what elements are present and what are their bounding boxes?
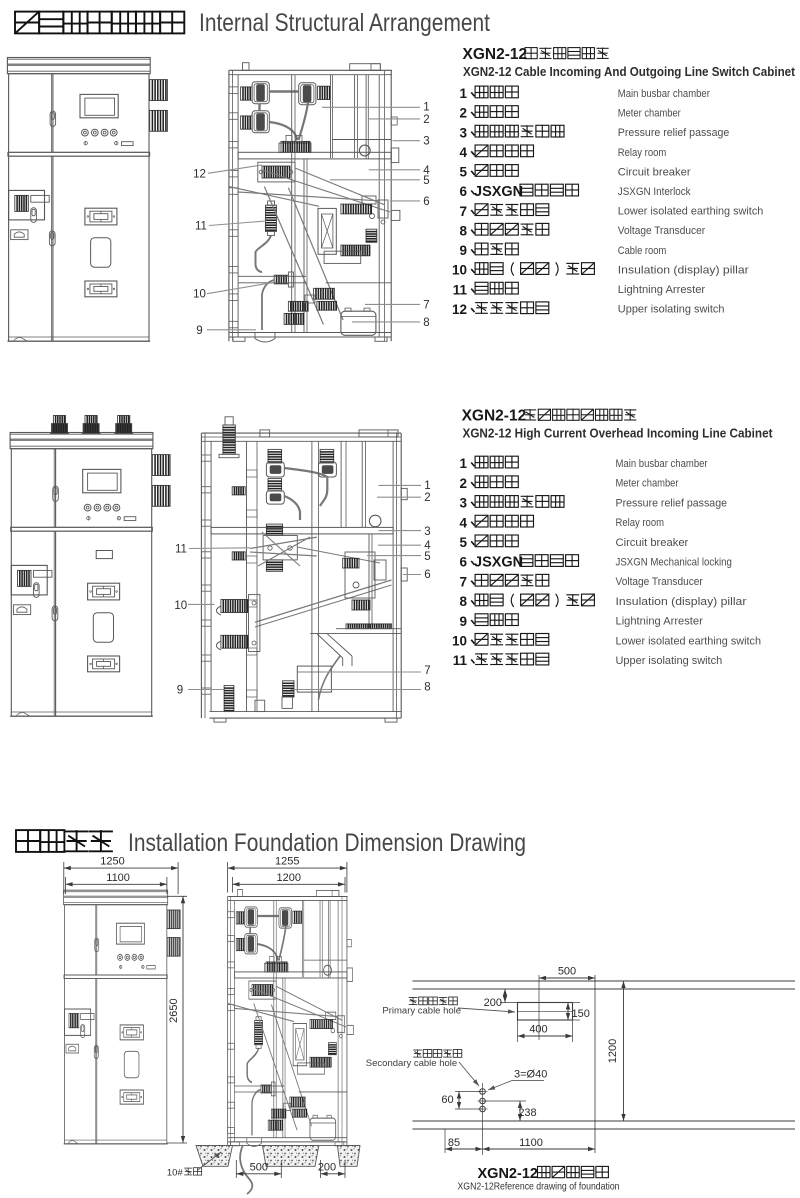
- svg-text:200: 200: [318, 1161, 336, 1173]
- svg-text:1200: 1200: [277, 872, 301, 884]
- svg-text:3=Ø40: 3=Ø40: [514, 1069, 547, 1081]
- svg-text:1: 1: [424, 480, 430, 492]
- svg-text:4: 4: [459, 515, 467, 530]
- svg-text:8: 8: [459, 223, 467, 238]
- svg-text:1200: 1200: [607, 1039, 619, 1063]
- svg-text:XGN2-12: XGN2-12: [462, 408, 527, 425]
- svg-text:Secondary cable hole: Secondary cable hole: [366, 1058, 457, 1069]
- svg-text:Circuit breaker: Circuit breaker: [616, 537, 689, 549]
- svg-text:Lightning Arrester: Lightning Arrester: [616, 616, 704, 628]
- svg-text:Meter chamber: Meter chamber: [616, 478, 679, 490]
- svg-text:60: 60: [441, 1094, 453, 1106]
- svg-text:6: 6: [423, 196, 429, 208]
- svg-text:7: 7: [424, 665, 430, 677]
- svg-text:400: 400: [529, 1024, 547, 1036]
- svg-text:5: 5: [424, 551, 430, 563]
- svg-text:6: 6: [459, 555, 467, 570]
- svg-text:4: 4: [459, 145, 467, 160]
- svg-text:11: 11: [175, 544, 187, 556]
- svg-text:Circuit breaker: Circuit breaker: [618, 166, 691, 178]
- svg-text:Upper isolating switch: Upper isolating switch: [618, 304, 725, 316]
- svg-text:XGN2-12: XGN2-12: [463, 46, 528, 63]
- svg-text:1: 1: [459, 456, 467, 471]
- svg-text:Relay room: Relay room: [618, 147, 667, 159]
- svg-text:3: 3: [423, 136, 429, 148]
- svg-text:11: 11: [453, 653, 468, 668]
- svg-text:10: 10: [193, 289, 206, 301]
- svg-text:10#: 10#: [167, 1167, 184, 1178]
- svg-text:Voltage Transducer: Voltage Transducer: [618, 225, 706, 237]
- svg-text:12: 12: [193, 168, 206, 180]
- svg-text:9: 9: [177, 685, 183, 697]
- svg-text:10: 10: [452, 634, 467, 649]
- svg-text:Voltage Transducer: Voltage Transducer: [616, 576, 704, 588]
- svg-text:12: 12: [452, 302, 467, 317]
- svg-text:8: 8: [459, 594, 467, 609]
- svg-text:Lightning Arrester: Lightning Arrester: [618, 284, 706, 296]
- svg-text:1: 1: [459, 86, 467, 101]
- svg-text:2: 2: [423, 114, 429, 126]
- svg-text:Pressure relief passage: Pressure relief passage: [616, 497, 728, 509]
- svg-text:500: 500: [558, 966, 576, 978]
- svg-text:Cable room: Cable room: [618, 245, 667, 257]
- svg-text:JSXGN Mechanical locking: JSXGN Mechanical locking: [616, 557, 732, 569]
- svg-text:Main busbar chamber: Main busbar chamber: [616, 458, 708, 470]
- svg-text:3: 3: [459, 125, 467, 140]
- svg-text:1: 1: [423, 101, 429, 113]
- svg-text:Lower isolated earthing switch: Lower isolated earthing switch: [618, 206, 764, 218]
- svg-text:6: 6: [424, 569, 430, 581]
- svg-text:JSXGN Interlock: JSXGN Interlock: [618, 186, 691, 198]
- svg-text:3: 3: [424, 526, 430, 538]
- svg-text:2: 2: [459, 476, 467, 491]
- svg-text:2650: 2650: [168, 998, 180, 1022]
- svg-text:6: 6: [459, 184, 467, 199]
- svg-text:9: 9: [459, 243, 467, 258]
- svg-text:Internal Structural Arrangemen: Internal Structural Arrangement: [199, 9, 490, 37]
- svg-text:9: 9: [196, 325, 202, 337]
- svg-text:Lower isolated earthing switch: Lower isolated earthing switch: [616, 635, 762, 647]
- svg-text:JSXGN: JSXGN: [474, 555, 523, 571]
- svg-text:Main busbar chamber: Main busbar chamber: [618, 88, 710, 100]
- svg-text:XGN2-12 High Current Overhead: XGN2-12 High Current Overhead Incoming L…: [463, 425, 774, 440]
- svg-text:238: 238: [518, 1107, 536, 1119]
- svg-text:10: 10: [174, 600, 187, 612]
- svg-text:4: 4: [424, 540, 431, 552]
- svg-text:5: 5: [459, 165, 467, 180]
- svg-text:8: 8: [423, 317, 429, 329]
- svg-text:7: 7: [423, 299, 429, 311]
- svg-text:Insulation (display) pillar: Insulation (display) pillar: [616, 596, 747, 608]
- svg-text:Insulation (display) pillar: Insulation (display) pillar: [618, 264, 749, 276]
- svg-text:Installation Foundation Dimens: Installation Foundation Dimension Drawin…: [128, 829, 526, 857]
- svg-text:Relay room: Relay room: [616, 517, 665, 529]
- svg-text:Upper isolating switch: Upper isolating switch: [616, 655, 723, 667]
- svg-text:4: 4: [423, 165, 430, 177]
- svg-text:1100: 1100: [519, 1137, 543, 1149]
- svg-text:10: 10: [452, 263, 467, 278]
- svg-text:200: 200: [484, 997, 502, 1009]
- svg-text:7: 7: [459, 574, 467, 589]
- svg-text:2: 2: [459, 106, 467, 121]
- svg-text:9: 9: [459, 614, 467, 629]
- svg-text:2: 2: [424, 492, 430, 504]
- svg-text:11: 11: [453, 282, 468, 297]
- svg-text:150: 150: [572, 1008, 590, 1020]
- svg-text:5: 5: [423, 175, 429, 187]
- svg-text:1255: 1255: [275, 856, 299, 868]
- svg-text:5: 5: [459, 535, 467, 550]
- svg-text:8: 8: [424, 682, 430, 694]
- svg-text:3: 3: [459, 496, 467, 511]
- svg-text:XGN2-12Reference drawing of fo: XGN2-12Reference drawing of foundation: [458, 1181, 620, 1193]
- svg-text:1250: 1250: [100, 856, 124, 868]
- svg-text:Pressure relief passage: Pressure relief passage: [618, 127, 730, 139]
- svg-text:Meter chamber: Meter chamber: [618, 108, 681, 120]
- svg-text:11: 11: [195, 221, 207, 233]
- svg-text:Primary cable hole: Primary cable hole: [382, 1006, 461, 1017]
- svg-text:1100: 1100: [106, 872, 130, 884]
- svg-text:500: 500: [250, 1161, 268, 1173]
- svg-text:JSXGN: JSXGN: [474, 184, 523, 200]
- svg-text:XGN2-12 Cable Incoming And Out: XGN2-12 Cable Incoming And Outgoing Line…: [463, 64, 796, 79]
- svg-text:85: 85: [448, 1137, 460, 1149]
- svg-text:XGN2-12: XGN2-12: [478, 1166, 538, 1182]
- svg-text:7: 7: [459, 204, 467, 219]
